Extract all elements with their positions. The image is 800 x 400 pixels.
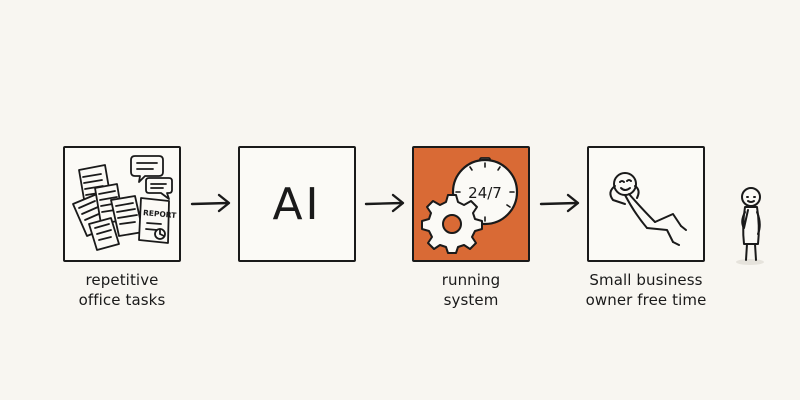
report-stamp: REPORT [143, 208, 178, 220]
caption-line: Small business [589, 271, 703, 289]
arrow-right-icon [190, 193, 231, 213]
step-office-tasks-panel: REPORT [63, 146, 181, 262]
caption-line: owner free time [585, 291, 707, 309]
arrow-right-icon [539, 193, 580, 213]
step-ai-panel: AI [238, 146, 356, 262]
running-system-illustration: 24/7 [421, 157, 519, 254]
step-office-tasks-caption: repetitive office tasks [42, 270, 202, 310]
relaxing-person-icon [609, 172, 687, 246]
standing-person-icon [736, 187, 764, 265]
caption-line: system [443, 291, 499, 309]
step-free-time-panel [587, 146, 705, 262]
clock-label: 24/7 [468, 184, 502, 202]
step-running-system-caption: running system [391, 270, 551, 310]
gear-icon [421, 194, 483, 254]
arrow-right-icon [364, 193, 405, 213]
step-free-time-caption: Small business owner free time [566, 270, 726, 310]
caption-line: repetitive [85, 271, 159, 289]
caption-line: office tasks [78, 291, 166, 309]
documents-pile-icon: REPORT [72, 155, 178, 251]
ai-label: AI [272, 178, 322, 230]
caption-line: running [441, 271, 501, 289]
step-running-system-panel: 24/7 [412, 146, 530, 262]
